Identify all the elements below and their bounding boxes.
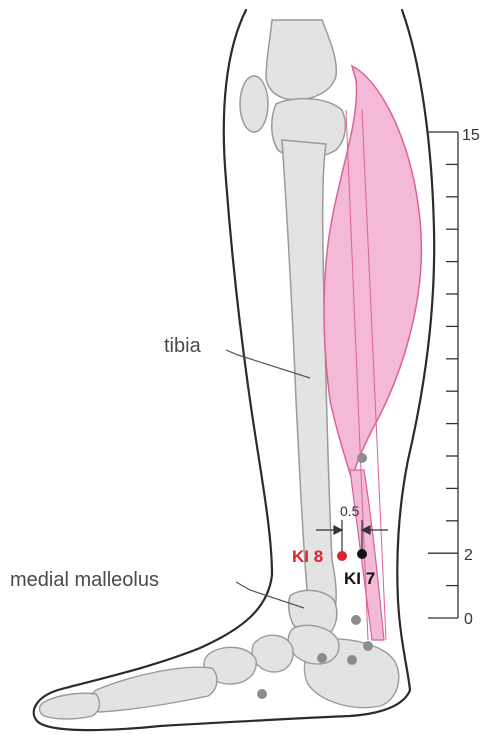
metatarsals (90, 667, 217, 712)
toe-phalanges (40, 693, 100, 719)
ref-point-ankle (351, 615, 361, 625)
ki7-label: KI 7 (344, 569, 375, 588)
navicular (252, 635, 293, 672)
femur (266, 20, 336, 100)
scale-label-top: 15 (462, 127, 480, 144)
ref-point-heel-1 (317, 653, 327, 663)
patella (240, 76, 268, 132)
ref-point-calf (357, 453, 367, 463)
tibia-label: tibia (164, 335, 202, 357)
ref-point-heel-2 (347, 655, 357, 665)
knee-bones (240, 20, 345, 158)
ki8-point (337, 551, 347, 561)
medial-malleolus-label: medial malleolus (10, 569, 159, 591)
ki7-point (357, 549, 367, 559)
ref-point-foot (257, 689, 267, 699)
spacing-label: 0.5 (340, 503, 360, 519)
ref-point-heel-3 (363, 641, 373, 651)
ki8-label: KI 8 (292, 547, 323, 566)
scale-label-bottom: 0 (464, 611, 473, 628)
scale-label-middle: 2 (464, 547, 473, 564)
